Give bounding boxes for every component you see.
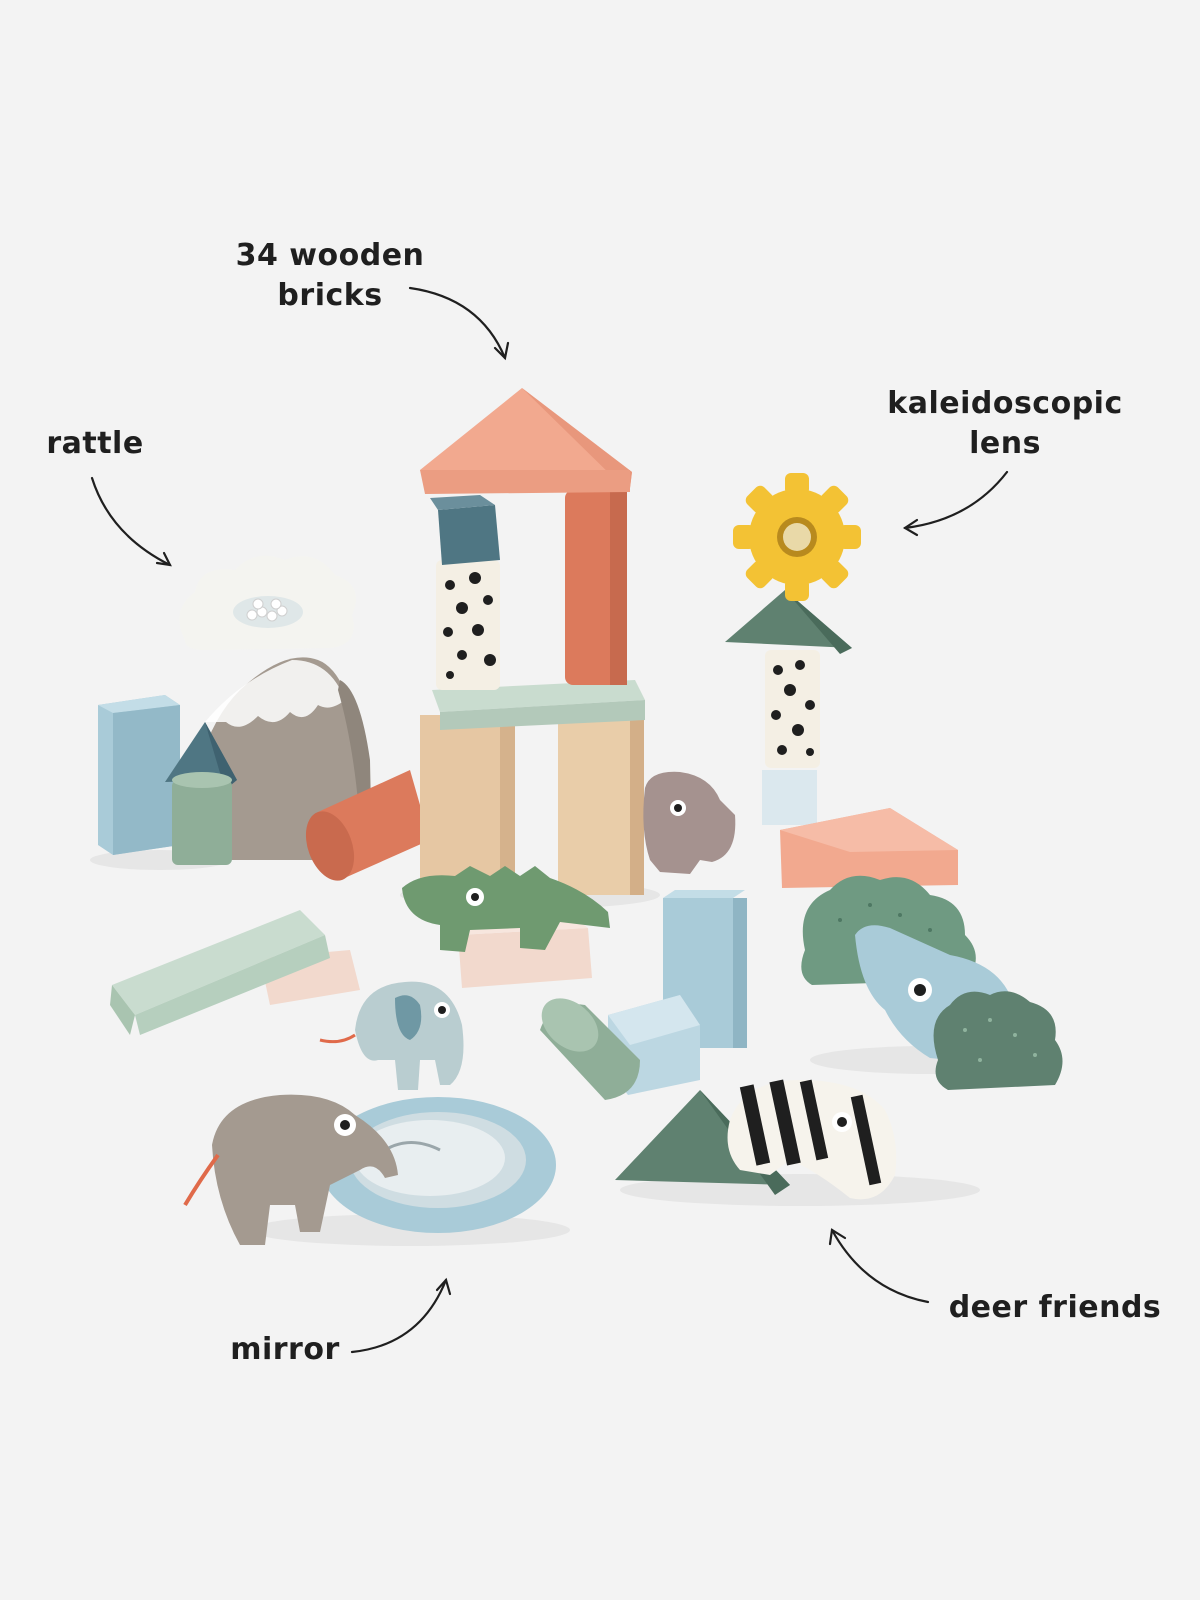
label-wooden-bricks-line1: 34 wooden (235, 238, 425, 273)
crocodile-figure (402, 866, 610, 988)
terracotta-cylinder (305, 770, 430, 881)
kaleidoscopic-lens (733, 473, 861, 601)
arrow-bricks (408, 286, 507, 360)
label-deer-friends: deer friends (948, 1290, 1162, 1325)
planks-left (110, 910, 360, 1035)
mirror-ring (320, 1097, 556, 1233)
hippo-figure (643, 771, 736, 874)
label-wooden-bricks: 34 wooden bricks (225, 236, 435, 316)
label-lens-line1: kaleidoscopic (887, 386, 1123, 421)
anteater-figure (183, 1094, 398, 1245)
label-kaleidoscopic-lens: kaleidoscopic lens (880, 384, 1130, 464)
sage-cylinder (540, 998, 640, 1100)
arrow-deer-friends (830, 1228, 930, 1304)
blue-block-left (98, 695, 180, 855)
arrow-mirror (350, 1278, 448, 1354)
arrow-rattle (90, 476, 172, 567)
label-wooden-bricks-line2: bricks (277, 278, 383, 313)
rattle-cloud (179, 555, 356, 650)
annotation-arrows (90, 286, 1009, 1354)
small-tower-left (165, 722, 237, 865)
elephant-figure (319, 981, 464, 1090)
peach-wedge (780, 808, 958, 888)
central-tower (420, 388, 645, 895)
lens-tower (725, 590, 852, 825)
label-mirror: mirror (230, 1332, 340, 1367)
label-rattle: rattle (46, 426, 144, 461)
zebra-and-triangle (615, 1079, 897, 1200)
bush-and-deer (801, 875, 1063, 1090)
label-lens-line2: lens (969, 426, 1041, 461)
arrow-lens (903, 470, 1009, 530)
